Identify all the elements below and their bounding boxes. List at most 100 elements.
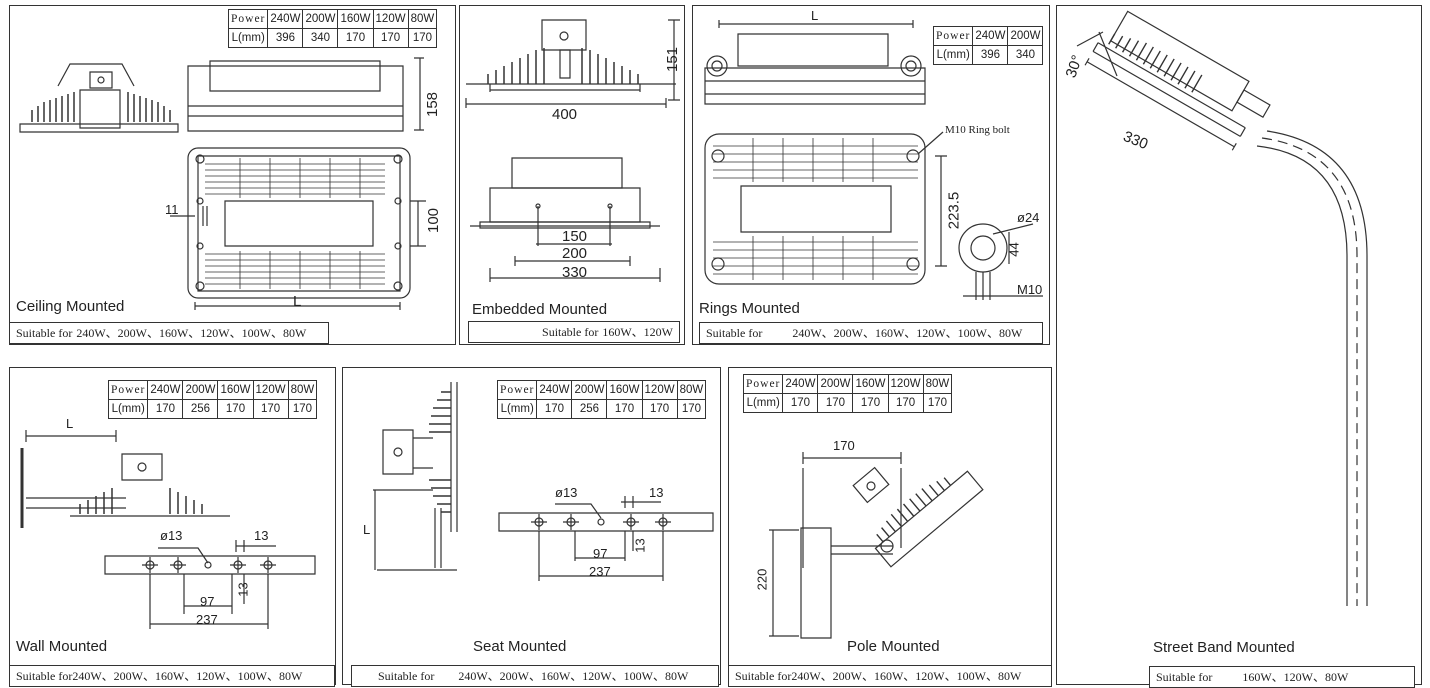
spec-length: 170	[852, 393, 889, 413]
spec-table-wall: Power 240W 200W 160W 120W 80W L(mm) 170 …	[107, 380, 318, 419]
panel-ceiling-mounted: Power 240W 200W 160W 120W 80W L(mm) 396 …	[9, 5, 456, 345]
spec-power: 200W	[1007, 26, 1044, 46]
spec-power: 120W	[887, 374, 924, 394]
spec-unit: L(mm)	[227, 28, 269, 48]
dim-wall-237: 237	[196, 612, 218, 627]
dim-embedded-width: 400	[552, 106, 578, 123]
suitable-label: Suitable for	[706, 326, 763, 340]
dim-pole-height: 220	[754, 568, 770, 591]
spec-power: 120W	[252, 380, 289, 400]
spec-length: 170	[782, 393, 819, 413]
suitable-label: Suitable for	[16, 326, 73, 340]
dim-rings-thread: M10	[1017, 282, 1043, 297]
suitable-values: 240W、200W、160W、120W、100W、80W	[792, 326, 1023, 340]
suitable-label: Suitable for	[16, 669, 73, 683]
spec-table-rings: Power 240W 200W L(mm) 396 340	[932, 26, 1044, 65]
dim-rings-ring-h: 44	[1006, 242, 1022, 257]
dim-seat-hole: ø13	[555, 485, 578, 500]
panel-title: Rings Mounted	[699, 300, 800, 317]
dim-seat-gap: 13	[649, 485, 664, 500]
spec-head: Power	[742, 374, 784, 394]
suitable-values: 160W、120W	[602, 325, 673, 339]
spec-length: 396	[972, 45, 1009, 65]
dim-wall-gap: 13	[254, 528, 269, 543]
dim-wall-hole: ø13	[160, 528, 183, 543]
dim-pole-length: 170	[833, 438, 855, 453]
spec-power: 200W	[571, 380, 608, 400]
spec-length: 170	[922, 393, 953, 413]
spec-table-ceiling: Power 240W 200W 160W 120W 80W L(mm) 396 …	[227, 9, 438, 48]
spec-power: 160W	[606, 380, 643, 400]
rings-drawing	[693, 6, 1051, 346]
panel-title: Embedded Mounted	[472, 301, 608, 318]
spec-power: 160W	[852, 374, 889, 394]
spec-length: 170	[887, 393, 924, 413]
spec-length: 170	[372, 28, 409, 48]
seat-drawing	[343, 368, 722, 686]
suitable-for-box: Suitable for 160W、120W、80W	[1149, 666, 1415, 688]
dim-ceiling-bolt-spacing: 100	[425, 207, 443, 234]
suitable-label: Suitable for	[735, 669, 792, 683]
dim-rings-ring-bolt: M10 Ring bolt	[945, 124, 1010, 136]
spec-length: 170	[252, 399, 289, 419]
spec-length: 170	[641, 399, 678, 419]
suitable-values: 240W、200W、160W、120W、100W、80W	[76, 326, 307, 340]
suitable-label: Suitable for	[378, 669, 435, 683]
spec-length: 396	[267, 28, 304, 48]
dim-seat-97: 97	[593, 546, 608, 561]
spec-length: 256	[571, 399, 608, 419]
spec-length: 340	[1007, 45, 1044, 65]
spec-unit: L(mm)	[107, 399, 149, 419]
dim-rings-length: L	[811, 8, 819, 23]
spec-head: Power	[496, 380, 538, 400]
suitable-label: Suitable for	[1156, 670, 1213, 684]
wall-drawing	[10, 368, 337, 686]
spec-unit: L(mm)	[742, 393, 784, 413]
panel-title: Wall Mounted	[16, 638, 108, 655]
spec-length: 170	[407, 28, 438, 48]
ceiling-drawing	[10, 6, 457, 346]
spec-power: 200W	[182, 380, 219, 400]
spec-length: 170	[606, 399, 643, 419]
spec-length: 170	[217, 399, 254, 419]
dim-embedded-200: 200	[562, 245, 588, 262]
dim-rings-height: 223.5	[945, 191, 963, 230]
suitable-values: 240W、200W、160W、120W、100W、80W	[791, 669, 1022, 683]
spec-power: 120W	[372, 9, 409, 29]
spec-length: 170	[337, 28, 374, 48]
suitable-values: 160W、120W、80W	[1242, 670, 1349, 684]
pole-drawing	[729, 368, 1053, 686]
panel-rings-mounted: Power 240W 200W L(mm) 396 340	[692, 5, 1050, 345]
embedded-drawing	[460, 6, 686, 346]
spec-table-pole: Power 240W 200W 160W 120W 80W L(mm) 170 …	[742, 374, 953, 413]
spec-power: 80W	[407, 9, 438, 29]
dim-seat-237: 237	[589, 564, 611, 579]
panel-title: Ceiling Mounted	[16, 298, 125, 315]
spec-unit: L(mm)	[496, 399, 538, 419]
suitable-values: 240W、200W、160W、120W、100W、80W	[72, 669, 303, 683]
spec-length: 256	[182, 399, 219, 419]
spec-power: 240W	[147, 380, 184, 400]
spec-length: 170	[676, 399, 707, 419]
suitable-label: Suitable for	[542, 325, 599, 339]
panel-seat-mounted: Power 240W 200W 160W 120W 80W L(mm) 170 …	[342, 367, 722, 687]
panel-wall-mounted: Power 240W 200W 160W 120W 80W L(mm) 170 …	[9, 367, 337, 687]
panel-pole-mounted: Power 240W 200W 160W 120W 80W L(mm) 170 …	[728, 367, 1053, 687]
spec-power: 240W	[536, 380, 573, 400]
panel-title: Seat Mounted	[473, 638, 567, 655]
spec-head: Power	[932, 26, 974, 46]
spec-unit: L(mm)	[932, 45, 974, 65]
dim-wall-length: L	[66, 416, 74, 431]
dim-embedded-150: 150	[562, 228, 588, 245]
suitable-for-box: Suitable for 240W、200W、160W、120W、100W、80W	[351, 665, 719, 687]
dim-rings-ring-dia: ø24	[1017, 210, 1040, 225]
suitable-values: 240W、200W、160W、120W、100W、80W	[458, 669, 689, 683]
spec-length: 170	[287, 399, 318, 419]
spec-table-seat: Power 240W 200W 160W 120W 80W L(mm) 170 …	[496, 380, 707, 419]
spec-head: Power	[227, 9, 269, 29]
panel-street-band-mounted: 30° 330 Street Band Mounted Suitable for…	[1056, 5, 1422, 688]
dim-embedded-330: 330	[562, 264, 588, 281]
dim-ceiling-height: 158	[424, 91, 442, 118]
dim-wall-97: 97	[200, 594, 215, 609]
